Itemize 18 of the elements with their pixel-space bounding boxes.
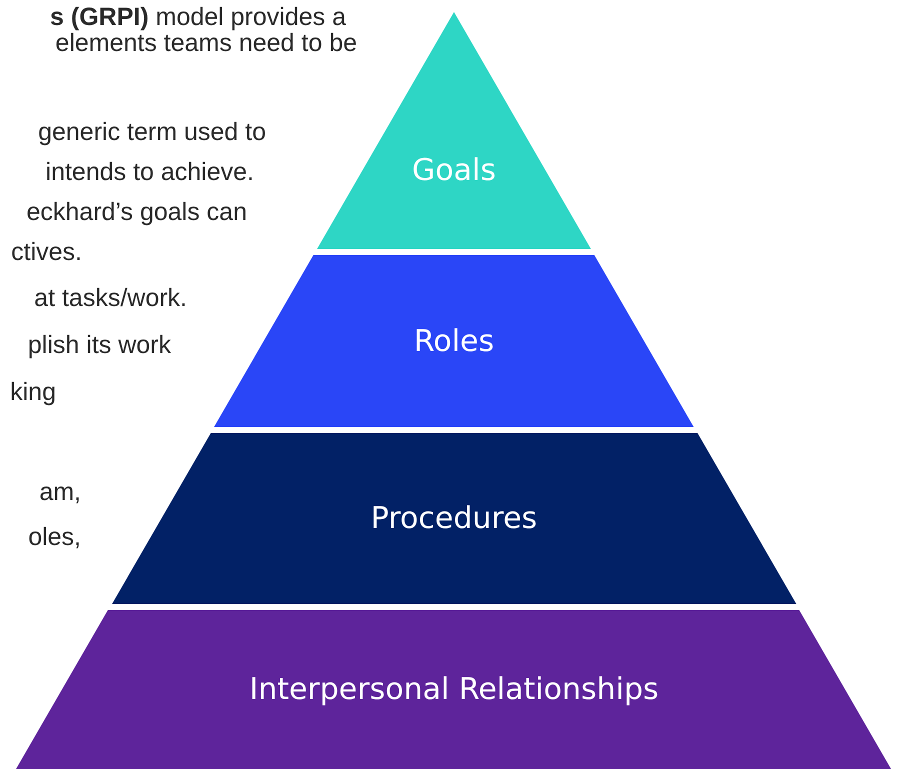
pyramid-tier	[112, 433, 796, 604]
tier-label: Goals	[412, 153, 496, 188]
pyramid-tier	[16, 610, 892, 769]
text-fragment: king	[10, 377, 56, 407]
tier-label: Interpersonal Relationships	[249, 672, 659, 707]
tier-label: Procedures	[370, 501, 538, 536]
text-fragment: intends to achieve.	[46, 157, 254, 187]
text-fragment: plish its work	[28, 330, 171, 360]
text-fragment: s (GRPI) model provides a	[50, 2, 346, 32]
text-fragment: elements teams need to be	[55, 29, 357, 58]
text-fragment: eckhard’s goals can	[26, 197, 247, 227]
pyramid-tier	[214, 255, 694, 427]
text-fragment: at tasks/work.	[34, 283, 187, 313]
text-fragment: generic term used to	[38, 117, 266, 147]
tier-label: Roles	[414, 324, 494, 358]
text-fragment: ctives.	[11, 237, 82, 267]
text-fragment: oles,	[28, 522, 81, 552]
text-fragment: am,	[39, 477, 81, 507]
